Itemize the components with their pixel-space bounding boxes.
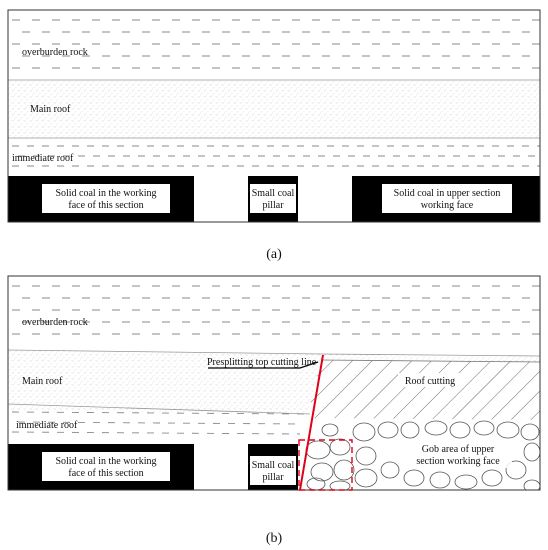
gob-label-2: section working face <box>416 456 500 467</box>
coal-right-label-a-1: Solid coal in upper section <box>394 188 501 199</box>
overburden-label-a: overburden rock <box>22 47 88 58</box>
coal-left-label-b-1: Solid coal in the working <box>55 456 156 467</box>
main-roof-layer-b <box>8 350 323 414</box>
main-roof-label-a: Main roof <box>30 104 71 115</box>
coal-right-label-a-2: working face <box>421 200 474 211</box>
gob-rubble <box>305 420 540 490</box>
panel-b-frame <box>7 275 541 491</box>
immediate-roof-dashes-b <box>11 411 307 435</box>
main-roof-label-b: Main roof <box>22 376 63 387</box>
immediate-roof-label-a: immediate roof <box>12 153 74 164</box>
roof-cutting-label: Roof cutting <box>405 376 455 387</box>
panel-a-frame <box>7 9 541 223</box>
caption-b: (b) <box>266 531 283 546</box>
coal-left-label-a-1: Solid coal in the working <box>55 188 156 199</box>
pillar-label-b-1: Small coal <box>252 460 295 471</box>
pillar-label-a-1: Small coal <box>252 188 295 199</box>
gob-label-1: Gob area of upper <box>422 444 495 455</box>
pillar-label-a-2: pillar <box>262 200 284 211</box>
main-roof-layer-a <box>8 80 540 138</box>
caption-a: (a) <box>266 247 282 262</box>
overburden-dashes-b <box>12 285 540 335</box>
overburden-dashes-a <box>12 19 540 69</box>
coal-left-label-b-2: face of this section <box>68 468 143 479</box>
immediate-roof-dashes-a <box>12 145 540 167</box>
roof-cutting-block <box>307 360 540 420</box>
cut-line-leader <box>208 361 319 369</box>
cut-line-label: Presplitting top cutting line <box>207 357 317 368</box>
immediate-roof-label-b: immediate roof <box>16 420 78 431</box>
presplitting-cut-line <box>299 354 324 491</box>
pillar-label-b-2: pillar <box>262 472 284 483</box>
overburden-label-b: overburden rock <box>22 317 88 328</box>
highlight-box <box>298 439 353 491</box>
coal-left-label-a-2: face of this section <box>68 200 143 211</box>
